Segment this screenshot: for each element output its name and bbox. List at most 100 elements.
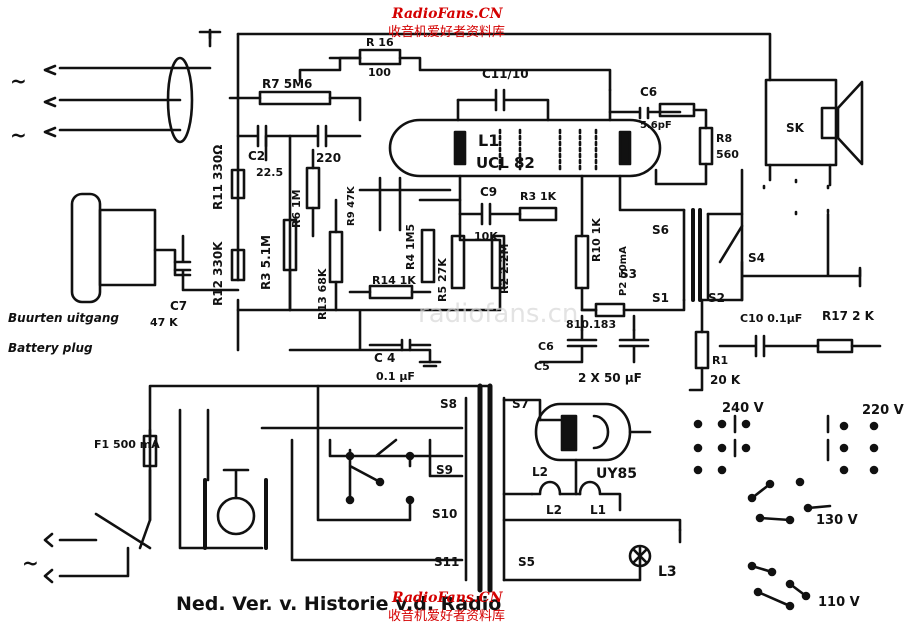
capacitor-c9 xyxy=(458,202,522,226)
capacitor-c4 xyxy=(368,338,432,352)
label-r-sec: R3 1K xyxy=(520,190,557,203)
resistor-r6 xyxy=(305,166,321,210)
screened-cable xyxy=(166,56,194,144)
label-c11: C11/10 xyxy=(482,67,529,81)
output-transformer-core xyxy=(691,208,702,302)
selector-contact-4 xyxy=(405,495,415,505)
label-r8: R8 xyxy=(716,132,732,145)
resistor-r12 xyxy=(230,248,246,282)
resistor-r7 xyxy=(258,90,332,106)
resistor-r16 xyxy=(358,48,402,66)
resistor-c6-body xyxy=(658,102,696,118)
electrolytic-caps xyxy=(538,328,650,364)
wire-antenna-left xyxy=(58,98,182,132)
label-tube1: UCL 82 xyxy=(476,154,535,172)
fuse-f1 xyxy=(142,434,158,468)
capacitor-c2 xyxy=(236,124,292,148)
wire-c9 xyxy=(448,174,502,312)
label-r16-val: 100 xyxy=(368,66,391,79)
label-r13: R13 68K xyxy=(316,268,329,320)
label-tube2: UY85 xyxy=(596,466,637,482)
wire-ground-rail xyxy=(236,308,452,364)
label-r1: R1 xyxy=(712,354,728,367)
selector-contact-3 xyxy=(345,495,355,505)
plug-symbol-top xyxy=(43,64,57,108)
selector-240v xyxy=(693,419,751,475)
label-r2: R2 2.2M xyxy=(498,244,511,294)
label-r16: R 16 xyxy=(366,36,394,49)
selector-contact-2 xyxy=(405,451,415,461)
resistor-r15 xyxy=(574,234,590,290)
capacitor-c7 xyxy=(173,234,240,292)
plug-symbol-bottom xyxy=(43,126,57,138)
resistor-r5 xyxy=(450,234,466,290)
label-r8-val: 560 xyxy=(716,148,739,161)
wire-ps-right xyxy=(502,398,682,582)
wire-tube-top xyxy=(456,88,612,122)
tube-ucl82-cathode-1 xyxy=(453,130,467,166)
tube-ucl82-envelope xyxy=(388,118,662,178)
label-p2: P2 50mA xyxy=(618,246,629,296)
label-c2-val: 220 xyxy=(316,151,341,165)
wire-r8 xyxy=(654,108,708,186)
capacitor-c10 xyxy=(718,334,820,358)
label-s7: S7 xyxy=(512,397,529,411)
wire-uy85 xyxy=(538,418,652,496)
jack-socket xyxy=(762,178,830,216)
label-s8: S8 xyxy=(440,397,457,411)
label-c4: C 4 xyxy=(374,351,395,365)
capacitor-c6 xyxy=(608,106,682,120)
label-s5: S5 xyxy=(518,555,535,569)
wire-r1 xyxy=(688,298,704,392)
tube-uy85-cathode xyxy=(560,414,578,452)
pilot-lamp-l3-cross xyxy=(631,547,649,565)
selector-110v-links xyxy=(750,564,808,608)
selector-130v xyxy=(747,477,813,525)
label-fuse: F1 500 mA xyxy=(94,438,160,451)
resistor-r14 xyxy=(368,284,414,300)
capacitor-c2b xyxy=(288,124,362,148)
label-l2: L2 xyxy=(532,465,548,479)
label-s11: S11 xyxy=(434,555,459,569)
tube-uy85-anode xyxy=(592,414,610,450)
label-s10: S10 xyxy=(432,507,457,521)
label-c7: C7 xyxy=(170,299,187,313)
label-l1b: L1 xyxy=(590,503,606,517)
label-l2b: L2 xyxy=(546,503,562,517)
resistor-r8 xyxy=(698,126,714,166)
label-s1: S1 xyxy=(652,291,669,305)
label-r17: R17 2 K xyxy=(822,309,875,323)
wire-r16-to-grid xyxy=(298,56,362,82)
label-r4: R4 1M5 xyxy=(404,224,417,270)
label-r3: R3 5.1M xyxy=(259,235,273,290)
watermark-site-top: RadioFans.CN xyxy=(391,6,504,22)
battery-plug-panel xyxy=(98,208,157,287)
label-r12: R12 330K xyxy=(211,241,225,306)
label-c6: C6 xyxy=(640,85,657,99)
label-s4: S4 xyxy=(748,251,765,265)
label-130v: 130 V xyxy=(816,513,858,528)
label-battery-plug: Battery plug xyxy=(8,341,93,355)
label-r7: R7 5M6 xyxy=(262,77,312,91)
label-c10k: 10K xyxy=(474,230,498,243)
label-r6: R6 1M xyxy=(290,189,303,228)
heater-l2 xyxy=(530,480,622,512)
label-c5: C5 xyxy=(534,360,550,373)
label-r11: R11 330Ω xyxy=(211,145,225,210)
capacitor-c11 xyxy=(456,88,550,122)
label-c7-val: 47 K xyxy=(150,316,178,329)
label-110v: 110 V xyxy=(818,595,860,610)
label-c2: C2 xyxy=(248,149,265,163)
wire-caps-top xyxy=(580,308,636,332)
mains-plug xyxy=(43,532,54,584)
resistor-810 xyxy=(594,302,626,318)
resistor-r4 xyxy=(420,228,436,284)
pilot-lamp-left xyxy=(216,496,256,536)
label-tilde-mid: ~ xyxy=(10,123,27,147)
label-220v: 220 V xyxy=(862,403,904,418)
label-s9: S9 xyxy=(436,463,453,477)
wire-speaker xyxy=(768,163,832,187)
pilot-lamp-wire xyxy=(222,468,250,500)
switch-s1 xyxy=(718,212,862,302)
pilot-lamp-l3 xyxy=(628,544,652,568)
